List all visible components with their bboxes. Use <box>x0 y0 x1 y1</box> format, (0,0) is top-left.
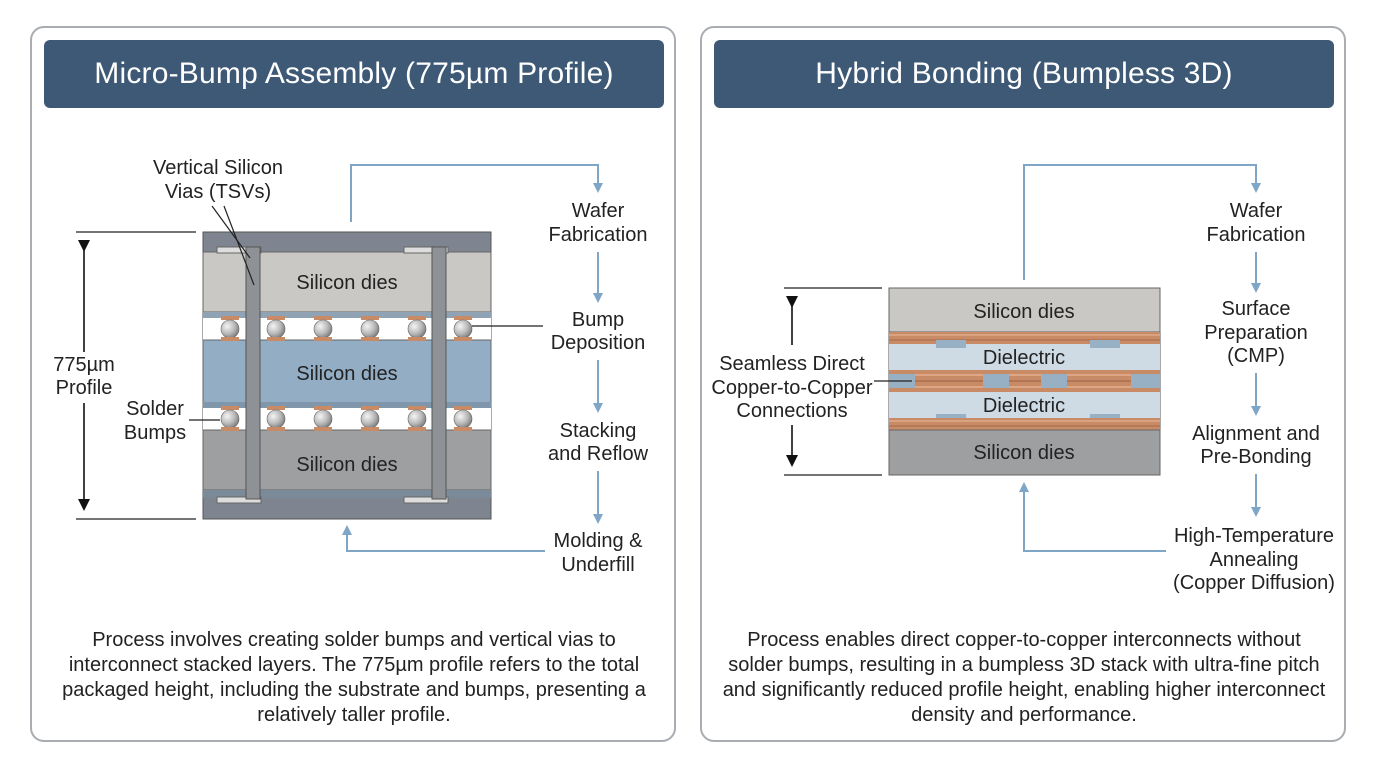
die-bottom-label: Silicon dies <box>973 442 1074 464</box>
solder-bump <box>266 316 286 341</box>
tsv-label-line-2: Vias (TSVs) <box>165 181 271 203</box>
micro-bump-panel-title: Micro-Bump Assembly (775µm Profile) <box>44 40 664 108</box>
die-top-label: Silicon dies <box>296 272 397 294</box>
profile-label-line-2: Profile <box>56 377 113 399</box>
solder-bump <box>407 316 427 341</box>
step-1-line-1: Wafer <box>572 200 625 222</box>
profile-dimension: 775µm Profile <box>53 231 196 520</box>
flow-start-arrow <box>350 164 603 222</box>
solder-bump <box>266 406 286 431</box>
seamless-callout: Seamless Direct Copper-to-Copper Connect… <box>711 287 912 476</box>
tsv-callout: Vertical Silicon Vias (TSVs) <box>153 157 283 286</box>
dielectric-layer-bottom <box>889 392 1160 418</box>
dielectric-top-label: Dielectric <box>983 347 1065 369</box>
hybrid-bonding-panel-title: Hybrid Bonding (Bumpless 3D) <box>714 40 1334 108</box>
tsv-left <box>245 246 261 500</box>
step-2-line-1: Bump <box>572 309 624 331</box>
pad <box>216 496 262 504</box>
hybrid-bond-stack: Silicon dies Dielectric Dielectric Silic… <box>888 287 1161 476</box>
step-3-line-1: Alignment and <box>1192 423 1320 445</box>
die-bottom-label: Silicon dies <box>296 454 397 476</box>
hybrid-bonding-panel: Hybrid Bonding (Bumpless 3D) Process ena… <box>700 26 1346 742</box>
solder-bump <box>360 406 380 431</box>
tsv-leader-line <box>223 205 255 286</box>
dielectric-layer-top <box>889 344 1160 370</box>
solder-bump <box>453 316 473 341</box>
solder-bump <box>313 316 333 341</box>
passivation-layer <box>203 312 491 318</box>
step-3-line-2: and Reflow <box>548 443 649 465</box>
solder-label-line-2: Bumps <box>124 422 186 444</box>
step-4-line-3: (Copper Diffusion) <box>1173 572 1335 594</box>
solder-bump <box>313 406 333 431</box>
solder-bumps-callout: Solder Bumps <box>124 398 220 444</box>
seamless-label-line-2: Copper-to-Copper <box>711 377 873 399</box>
micro-bump-stack: Silicon dies Silicon dies Silicon dies <box>202 231 492 520</box>
tsv-leader-line <box>211 205 251 259</box>
step-1-line-2: Fabrication <box>549 224 648 246</box>
step-2-line-3: (CMP) <box>1227 345 1285 367</box>
solder-bump <box>220 316 240 341</box>
substrate-layer <box>203 490 491 498</box>
step-4-line-2: Annealing <box>1210 549 1299 571</box>
solder-label-line-1: Solder <box>126 398 184 420</box>
hybrid-bonding-description: Process enables direct copper-to-copper … <box>722 629 1326 726</box>
tsv-right <box>431 246 447 500</box>
flow-return-arrow <box>342 525 545 552</box>
tsv-label-line-1: Vertical Silicon <box>153 157 283 179</box>
solder-bump-row-bottom <box>220 406 473 431</box>
passivation-layer <box>203 402 491 408</box>
copper-layer <box>889 418 1160 430</box>
step-4-line-2: Underfill <box>561 554 634 576</box>
solder-bump <box>407 406 427 431</box>
step-4-line-1: High-Temperature <box>1174 525 1334 547</box>
seamless-label-line-3: Connections <box>736 400 847 422</box>
hybrid-bonding-process-flow: Wafer Fabrication Surface Preparation (C… <box>1019 164 1335 594</box>
pad <box>403 496 449 504</box>
solder-bump-row-top <box>220 316 473 341</box>
die-middle-label: Silicon dies <box>296 363 397 385</box>
step-1-line-1: Wafer <box>1230 200 1283 222</box>
step-4-line-1: Molding & <box>554 530 644 552</box>
step-2-line-2: Preparation <box>1204 322 1307 344</box>
step-3-line-1: Stacking <box>560 420 637 442</box>
solder-bump <box>360 316 380 341</box>
step-2-line-2: Deposition <box>551 332 646 354</box>
dielectric-bottom-label: Dielectric <box>983 395 1065 417</box>
solder-bump <box>220 406 240 431</box>
flow-return-arrow <box>1019 482 1166 552</box>
micro-bump-panel: Micro-Bump Assembly (775µm Profile) Proc… <box>30 26 676 742</box>
micro-bump-description: Process involves creating solder bumps a… <box>62 629 646 726</box>
silicon-die-bottom <box>888 429 1161 476</box>
step-2-line-1: Surface <box>1222 298 1291 320</box>
flow-start-arrow <box>1023 164 1261 280</box>
pad <box>403 246 449 254</box>
seamless-label-line-1: Seamless Direct <box>719 353 865 375</box>
solder-bump <box>453 406 473 431</box>
die-top-label: Silicon dies <box>973 301 1074 323</box>
micro-bump-process-flow: Wafer Fabrication Bump Deposition Stacki… <box>342 164 649 576</box>
profile-label-line-1: 775µm <box>53 354 115 376</box>
step-3-line-2: Pre-Bonding <box>1200 446 1311 468</box>
step-1-line-2: Fabrication <box>1207 224 1306 246</box>
